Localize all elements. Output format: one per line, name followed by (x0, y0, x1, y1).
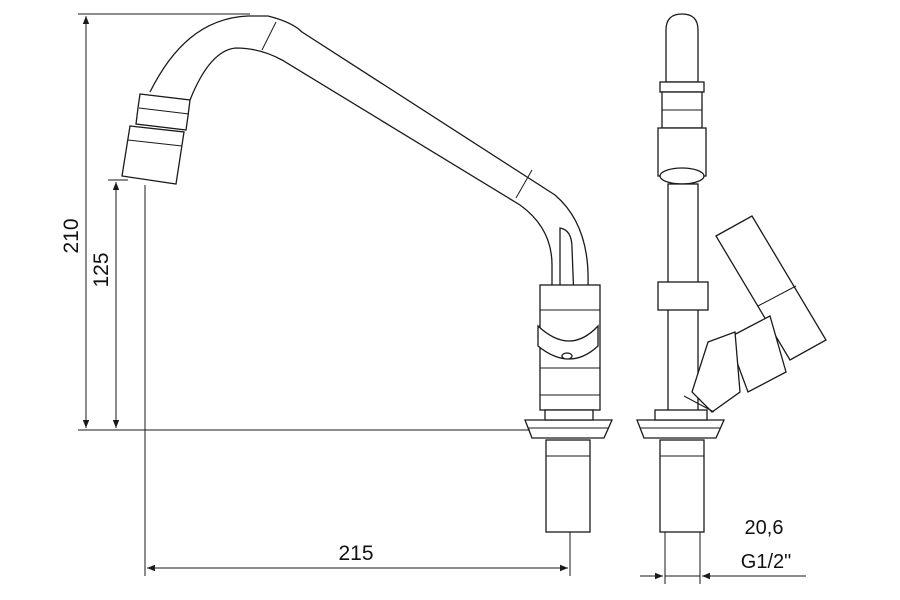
dim-label-20-6: 20,6 (745, 517, 784, 539)
dim-label-thread: G1/2" (741, 551, 791, 573)
dim-label-215: 215 (338, 542, 373, 565)
dimension-lines (78, 13, 806, 584)
front-inlet-shank (659, 439, 705, 533)
inlet-shank (545, 439, 591, 533)
base-flange (524, 419, 614, 439)
spout-tube (149, 15, 589, 296)
front-flange (636, 419, 726, 439)
swivel-nut (135, 93, 191, 131)
spout-top (665, 13, 699, 83)
aerator (121, 125, 185, 185)
dim-label-125: 125 (90, 252, 113, 287)
dim-label-210: 210 (60, 218, 83, 253)
faucet-side-view (121, 15, 614, 533)
faucet-front-view (636, 13, 827, 533)
